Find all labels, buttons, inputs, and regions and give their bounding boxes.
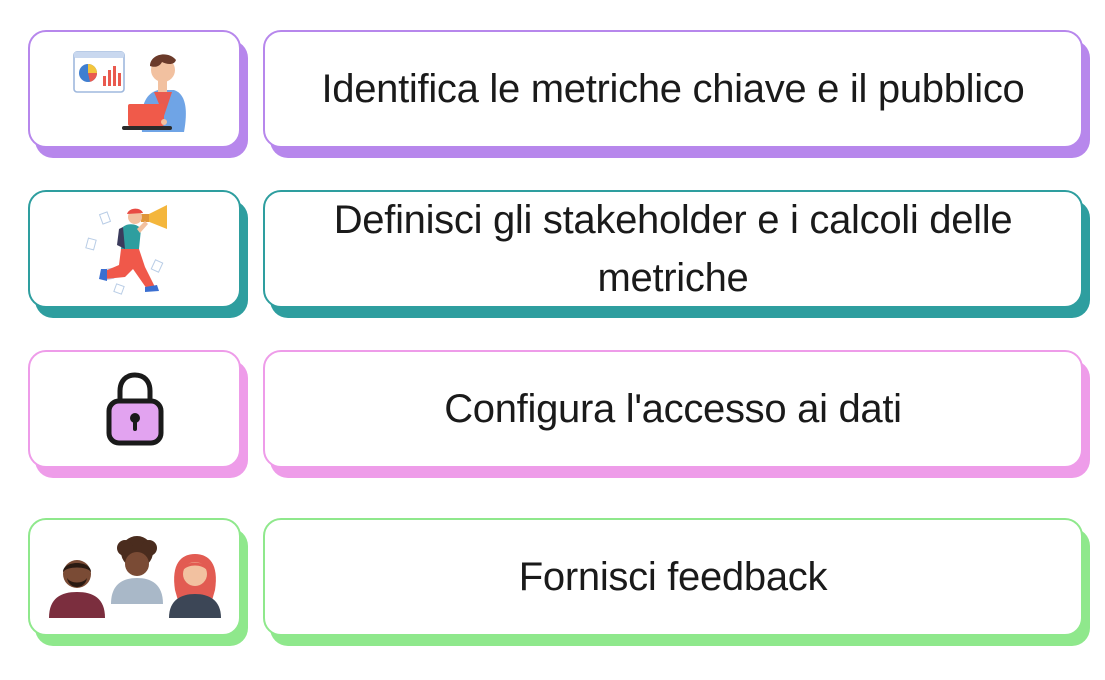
step-1-card: Identifica le metriche chiave e il pubbl… — [263, 30, 1083, 148]
step-2-text: Definisci gli stakeholder e i calcoli de… — [333, 198, 1013, 300]
step-4-text: Fornisci feedback — [518, 555, 828, 599]
step-3-icon-card — [28, 350, 241, 468]
step-3-text: Configura l'accesso ai dati — [444, 387, 902, 431]
step-1-icon-card — [28, 30, 241, 148]
analyst-laptop-dashboard-icon — [72, 51, 186, 132]
people-group-icon — [48, 536, 221, 618]
step-2-icon-card — [28, 190, 241, 308]
padlock-icon — [106, 372, 163, 446]
step-3-card: Configura l'accesso ai dati — [263, 350, 1083, 468]
step-4-card: Fornisci feedback — [263, 518, 1083, 636]
person-megaphone-icon — [84, 205, 167, 295]
step-4-icon-card — [28, 518, 241, 636]
step-2-card: Definisci gli stakeholder e i calcoli de… — [263, 190, 1083, 308]
step-1-text: Identifica le metriche chiave e il pubbl… — [321, 67, 1025, 111]
